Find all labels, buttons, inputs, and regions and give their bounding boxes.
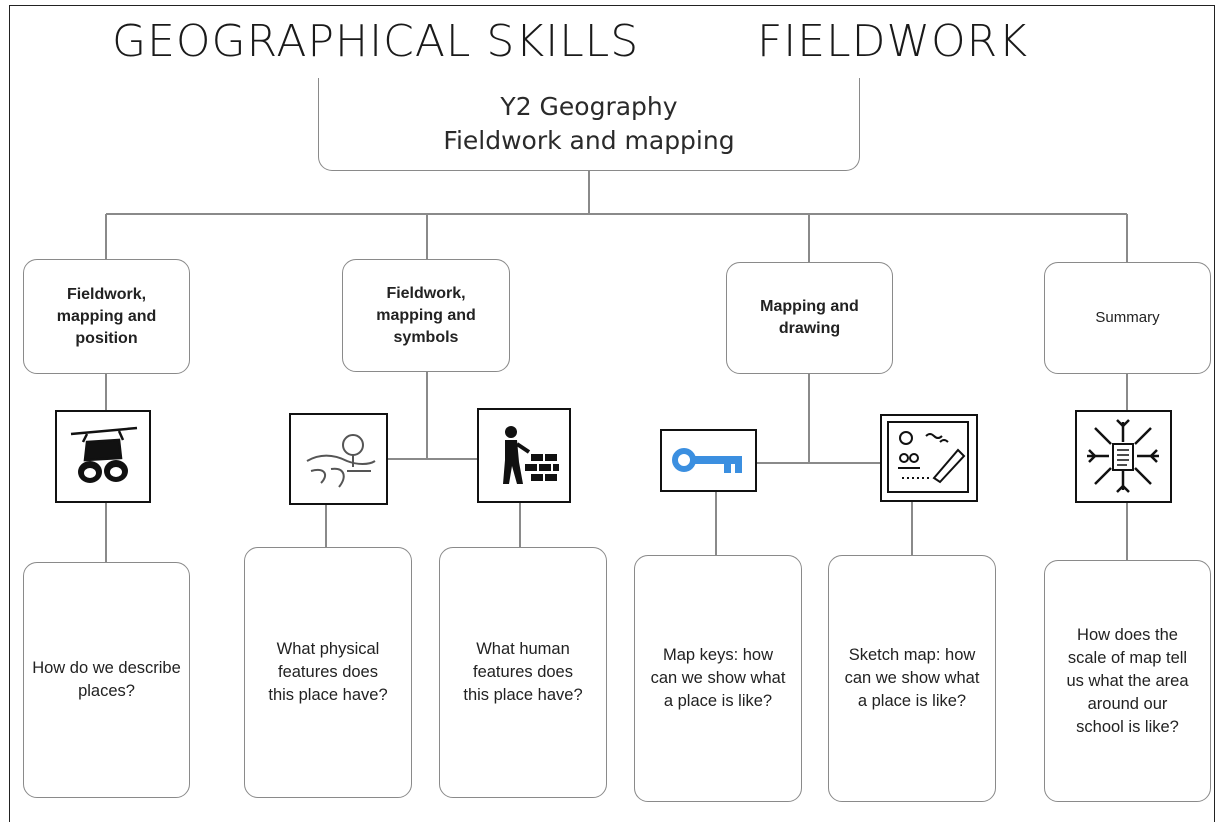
root-node: Y2 Geography Fieldwork and mapping — [318, 78, 860, 171]
header-title-right: FIELDWORK — [757, 16, 1029, 67]
bricklayer-icon — [477, 408, 571, 503]
summary-diagram-icon — [1075, 410, 1172, 503]
question-node-human-features: What human features does this place have… — [439, 547, 607, 798]
category-node-symbols: Fieldwork, mapping and symbols — [342, 259, 510, 372]
category-label: Fieldwork, mapping and position — [56, 285, 157, 347]
category-node-drawing: Mapping and drawing — [726, 262, 893, 374]
key-icon — [660, 429, 757, 492]
category-label: Fieldwork, mapping and symbols — [376, 284, 476, 346]
category-node-position: Fieldwork, mapping and position — [23, 259, 190, 374]
category-label: Mapping and drawing — [760, 298, 859, 337]
question-text: Map keys: how can we show what a place i… — [650, 646, 786, 710]
question-text: What human features does this place have… — [463, 640, 583, 704]
landscape-icon — [289, 413, 388, 505]
category-label: Summary — [1095, 309, 1160, 326]
question-node-sketch-map: Sketch map: how can we show what a place… — [828, 555, 996, 802]
question-text: What physical features does this place h… — [268, 640, 388, 704]
question-text: Sketch map: how can we show what a place… — [844, 646, 980, 710]
category-node-summary: Summary — [1044, 262, 1211, 374]
question-node-describe-places: How do we describe places? — [23, 562, 190, 798]
question-node-physical-features: What physical features does this place h… — [244, 547, 412, 798]
question-node-map-scale: How does the scale of map tell us what t… — [1044, 560, 1211, 802]
page-frame — [9, 5, 1215, 822]
sketch-map-icon — [880, 414, 978, 502]
root-subtitle: Fieldwork and mapping — [443, 126, 735, 155]
header-title-left: GEOGRAPHICAL SKILLS — [112, 16, 640, 67]
question-node-map-keys: Map keys: how can we show what a place i… — [634, 555, 802, 802]
root-title: Y2 Geography — [500, 92, 678, 121]
binoculars-icon — [55, 410, 151, 503]
question-text: How do we describe places? — [32, 659, 181, 700]
question-text: How does the scale of map tell us what t… — [1066, 625, 1189, 736]
